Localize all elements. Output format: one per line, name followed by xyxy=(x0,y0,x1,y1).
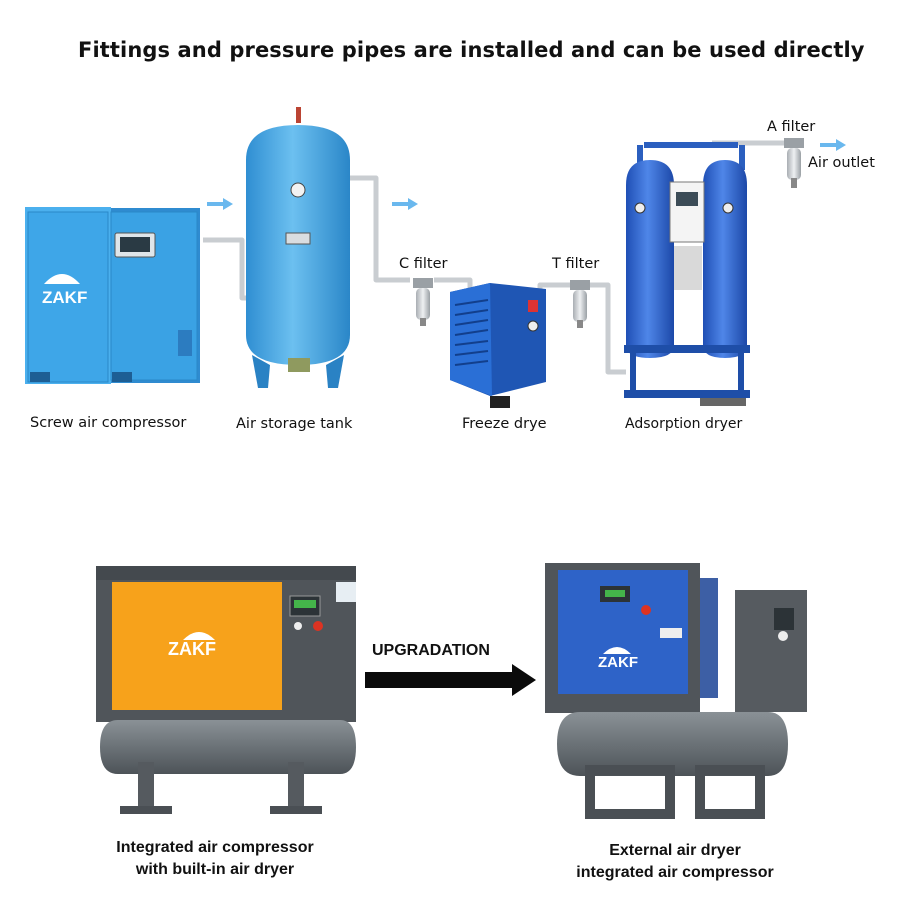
left-machine-caption-line2: with built-in air dryer xyxy=(135,861,295,878)
air-storage-tank-label: Air storage tank xyxy=(236,416,353,432)
screw-air-compressor-image xyxy=(25,207,200,384)
left-machine-caption: Integrated air compressor with built-in … xyxy=(80,837,350,881)
right-machine-caption-line1: External air dryer xyxy=(609,842,741,859)
adsorption-dryer-label: Adsorption dryer xyxy=(625,416,743,432)
adsorption-dryer-image xyxy=(624,142,750,406)
a-filter-label: A filter xyxy=(767,119,816,135)
t-filter-image xyxy=(570,280,590,328)
a-filter-image xyxy=(784,138,804,188)
c-filter-label: C filter xyxy=(399,256,448,272)
air-storage-tank-image xyxy=(246,107,350,388)
right-machine-caption: External air dryer integrated air compre… xyxy=(540,840,810,884)
external-dryer-compressor-image xyxy=(545,563,807,819)
flow-arrow-icons xyxy=(207,139,846,210)
freeze-dryer-label: Freeze drye xyxy=(462,416,547,432)
screw-air-compressor-label: Screw air compressor xyxy=(30,415,187,431)
integrated-compressor-image xyxy=(96,566,356,814)
air-outlet-label: Air outlet xyxy=(808,155,875,171)
right-machine-brand-logo: ZAKF xyxy=(598,654,638,671)
upgradation-label: UPGRADATION xyxy=(372,642,490,659)
left-machine-brand-logo: ZAKF xyxy=(168,639,216,659)
compressor-brand-logo: ZAKF xyxy=(42,288,87,307)
upgrade-arrow-icon xyxy=(365,664,536,696)
page-title: Fittings and pressure pipes are installe… xyxy=(78,38,865,62)
left-machine-caption-line1: Integrated air compressor xyxy=(116,839,314,856)
freeze-dryer-image xyxy=(450,283,546,408)
c-filter-image xyxy=(413,278,433,326)
t-filter-label: T filter xyxy=(552,256,600,272)
right-machine-caption-line2: integrated air compressor xyxy=(576,864,774,881)
